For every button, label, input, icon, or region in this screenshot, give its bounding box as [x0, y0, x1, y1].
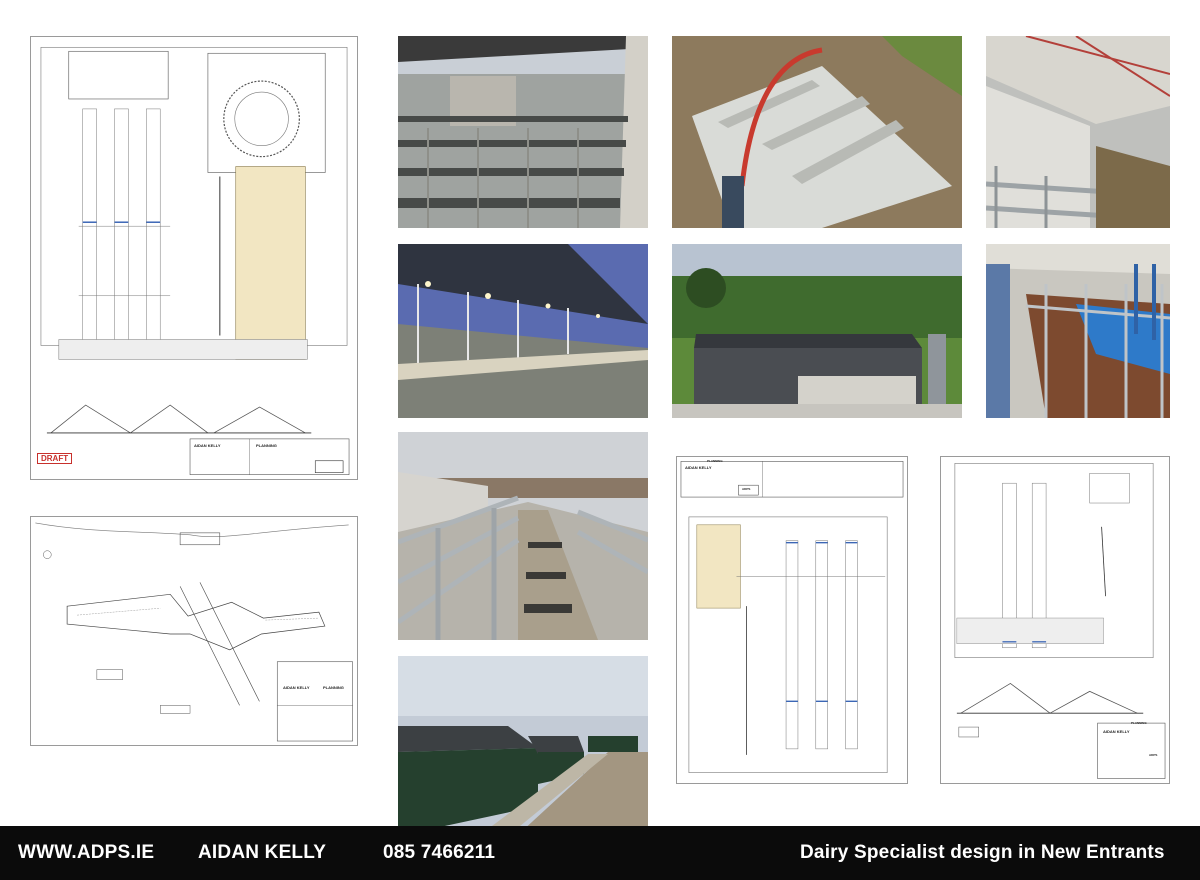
photo-green-shed-exterior — [398, 656, 648, 844]
plan-two-label: PLANNING — [707, 459, 723, 463]
title-block-label: PLANNING — [256, 443, 277, 448]
slatted-shed-photo-graphic — [398, 36, 648, 228]
site-title-label: PLANNING — [323, 685, 344, 690]
photo-feed-barrier-rail — [986, 36, 1170, 228]
footer-tagline: Dairy Specialist design in New Entrants — [800, 842, 1165, 863]
plan-two-ref: ADPS — [742, 487, 751, 491]
plan-three-graphic — [954, 463, 1166, 779]
green-shed-photo-graphic — [398, 656, 648, 844]
lit-shed-photo-graphic — [398, 244, 648, 418]
photo-concrete-tank-pour — [672, 36, 962, 228]
photo-aerial-farm-building — [672, 244, 962, 418]
plan-three-label: PLANNING — [1131, 721, 1147, 725]
footer-bar: WWW.ADPS.IE AIDAN KELLY 085 7466211 Dair… — [0, 826, 1200, 880]
plan-three-company: AIDAN KELLY — [1103, 729, 1130, 734]
concrete-pour-photo-graphic — [672, 36, 962, 228]
photo-slatted-shed-interior — [398, 36, 648, 228]
plan-two-graphic — [680, 461, 904, 773]
plan-three-ref: ADPS — [1149, 753, 1158, 757]
photo-lit-shed-dusk — [398, 244, 648, 418]
site-title-company: AIDAN KELLY — [283, 685, 310, 690]
drawing-plan-three: AIDAN KELLY PLANNING ADPS — [940, 456, 1170, 784]
cattle-race-photo-graphic — [398, 432, 648, 640]
drawing-plan-two: AIDAN KELLY PLANNING ADPS — [676, 456, 908, 784]
drawing-main-floorplan: DRAFT AIDAN KELLY PLANNING — [30, 36, 358, 480]
aerial-building-photo-graphic — [672, 244, 962, 418]
footer-contact-name: AIDAN KELLY — [198, 842, 327, 863]
photo-milking-parlour — [986, 244, 1170, 418]
draft-stamp: DRAFT — [37, 453, 73, 464]
milking-parlour-photo-graphic — [986, 244, 1170, 418]
floorplan-drawing-graphic — [40, 46, 350, 475]
photo-cattle-crush-race — [398, 432, 648, 640]
plan-two-company: AIDAN KELLY — [685, 465, 712, 470]
drawing-site-layout: AIDAN KELLY PLANNING — [30, 516, 358, 746]
footer-phone-number[interactable]: 085 7466211 — [383, 842, 496, 863]
site-layout-graphic — [35, 522, 353, 742]
title-block-company: AIDAN KELLY — [194, 443, 221, 448]
footer-website-link[interactable]: WWW.ADPS.IE — [18, 842, 155, 863]
feed-barrier-photo-graphic — [986, 36, 1170, 228]
